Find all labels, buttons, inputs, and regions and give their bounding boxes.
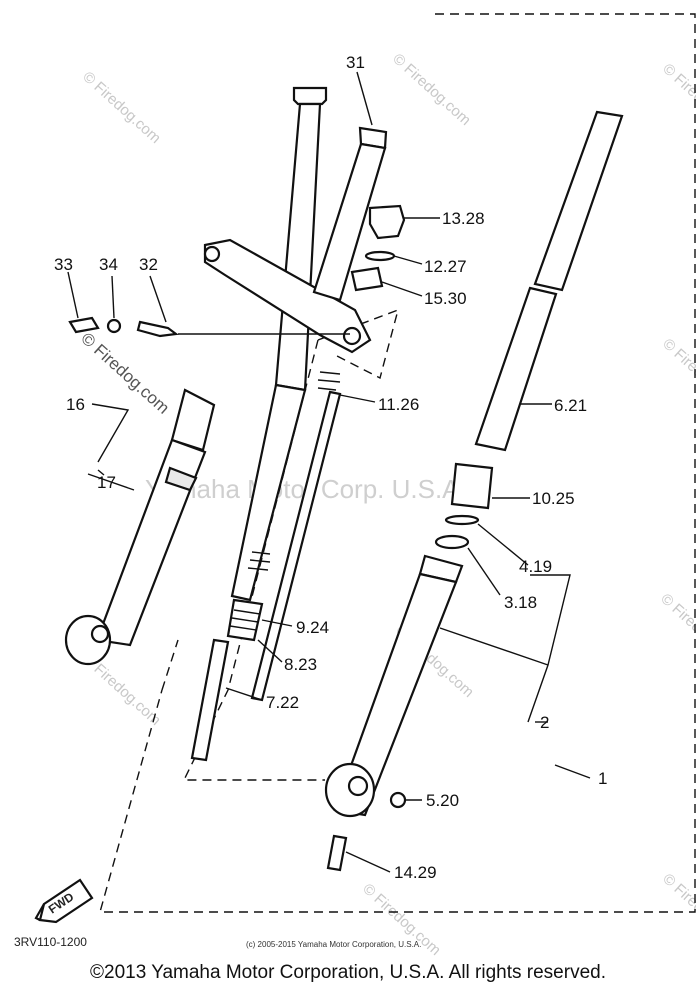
callout-1: 1 <box>598 769 607 788</box>
inner-tube-exploded <box>474 110 624 452</box>
steering-bracket <box>203 238 372 354</box>
watermark-firedog-dark: © Firedog.com <box>77 329 173 418</box>
callout-16: 16 <box>66 395 85 414</box>
callout-6-21: 6.21 <box>554 396 587 415</box>
fork-spring-lower <box>226 551 271 642</box>
outer-tube-exploded <box>324 554 464 818</box>
callout-8-23: 8.23 <box>284 655 317 674</box>
callout-11-26: 11.26 <box>378 395 419 414</box>
damper-rod <box>190 638 230 762</box>
callout-9-24: 9.24 <box>296 618 329 637</box>
watermark-firedog: © Firedog.com <box>79 68 164 147</box>
oil-seal <box>450 462 494 510</box>
diagram-code: 3RV110-1200 <box>14 935 87 949</box>
damper-bolt <box>326 834 348 872</box>
callout-15-30: 15.30 <box>424 289 467 308</box>
left-fork-outer-leg <box>64 388 216 666</box>
callout-12-27: 12.27 <box>424 257 467 276</box>
watermark-firedog: © Firedog.com <box>657 590 696 669</box>
callout-13-28: 13.28 <box>442 209 485 228</box>
oil-seal-washer <box>434 534 470 550</box>
spacer <box>350 266 384 292</box>
drain-washer <box>389 791 407 809</box>
small-copyright: (c) 2005-2015 Yamaha Motor Corporation, … <box>246 940 421 949</box>
bolt-washer-clip <box>68 316 179 338</box>
watermark-firedog: © Firedog.com <box>659 335 696 414</box>
callout-34: 34 <box>99 255 118 274</box>
leader-lines <box>67 71 591 873</box>
left-fork-inner-tube <box>230 86 328 602</box>
callouts: 31 13.28 12.27 15.30 33 34 32 11.26 16 6… <box>54 53 607 882</box>
callout-14-29: 14.29 <box>394 863 437 882</box>
watermark-firedog: © Firedog.com <box>389 50 474 129</box>
assembly-boundary-1-left <box>161 639 179 691</box>
callout-32: 32 <box>139 255 158 274</box>
steering-stem <box>312 126 388 302</box>
assembly-boundary-1 <box>99 13 696 913</box>
callout-33: 33 <box>54 255 73 274</box>
fwd-arrow: FWD <box>34 878 94 924</box>
callout-31: 31 <box>346 53 365 72</box>
retaining-clip <box>444 514 480 526</box>
o-ring <box>364 250 396 262</box>
callout-3-18: 3.18 <box>504 593 537 612</box>
callout-5-20: 5.20 <box>426 791 459 810</box>
watermark-firedog: © Firedog.com <box>659 60 696 139</box>
callout-10-25: 10.25 <box>532 489 575 508</box>
watermark-firedog: © Firedog.com <box>659 870 696 949</box>
callout-7-22: 7.22 <box>266 693 299 712</box>
callout-4-19: 4.19 <box>519 557 552 576</box>
callout-2: 2 <box>540 713 549 732</box>
cap-bolt <box>368 204 406 240</box>
callout-17: 17 <box>97 473 116 492</box>
footer-copyright: ©2013 Yamaha Motor Corporation, U.S.A. A… <box>90 962 606 983</box>
